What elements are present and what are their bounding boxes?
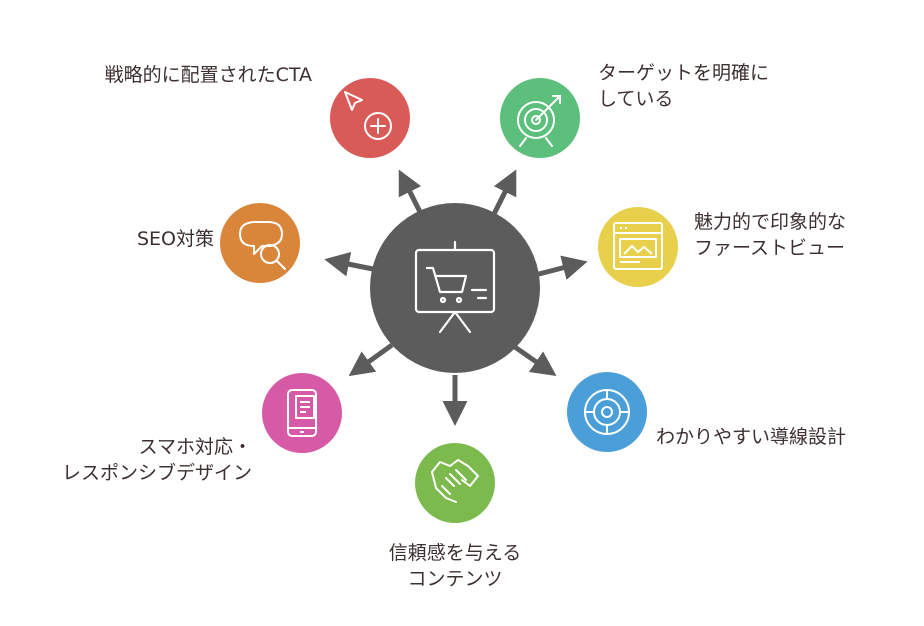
- node-content-circle: [415, 443, 495, 523]
- cursor-plus-icon: [344, 91, 392, 140]
- label-content-line-2: コンテンツ: [407, 568, 503, 590]
- arrow-to-firstview: [534, 255, 588, 280]
- navigation-compass-icon: [584, 389, 630, 435]
- node-navigation-circle: [567, 372, 647, 452]
- center-hub: [370, 203, 540, 373]
- node-firstview-circle: [598, 207, 678, 287]
- label-cta-line-1: 戦略的に配置されたCTA: [104, 64, 312, 86]
- label-target-line-2: している: [598, 88, 674, 110]
- label-target-line-1: ターゲットを明確に: [598, 62, 770, 84]
- node-seo-circle: [220, 203, 300, 283]
- arrow-to-responsive: [348, 342, 394, 377]
- label-firstview-line-2: ファーストビュー: [694, 237, 846, 259]
- mobile-device-icon: [287, 389, 317, 437]
- node-cta-circle: [330, 78, 410, 158]
- label-content-line-1: 信頼感を与える: [388, 542, 522, 564]
- label-firstview-line-1: 魅力的で印象的な: [694, 211, 847, 233]
- node-navigation: [567, 372, 647, 452]
- node-responsive: [262, 373, 342, 453]
- arrow-to-seo: [324, 251, 379, 277]
- label-content: 信頼感を与える コンテンツ: [335, 540, 575, 592]
- search-chat-bubble-icon: [239, 221, 286, 270]
- arrow-to-navigation: [510, 342, 557, 377]
- webpage-layout-icon: [613, 222, 663, 270]
- label-seo: SEO対策: [137, 226, 214, 252]
- label-responsive-line-1: スマホ対応・: [138, 436, 252, 458]
- label-responsive: スマホ対応・ レスポンシブデザイン: [62, 434, 252, 486]
- node-firstview: [598, 207, 678, 287]
- node-cta: [330, 78, 410, 158]
- label-target: ターゲットを明確に している: [598, 60, 769, 112]
- label-navigation-line-1: わかりやすい導線設計: [656, 426, 847, 448]
- label-cta: 戦略的に配置されたCTA: [105, 62, 312, 88]
- node-target: [500, 78, 580, 158]
- node-content: [415, 443, 495, 523]
- shopping-cart-presentation-board-icon: [414, 240, 496, 334]
- center-circle: [370, 203, 540, 373]
- label-navigation: わかりやすい導線設計: [656, 424, 846, 450]
- label-firstview: 魅力的で印象的な ファーストビュー: [694, 209, 846, 261]
- node-seo: [220, 203, 300, 283]
- label-seo-line-1: SEO対策: [136, 228, 214, 250]
- label-responsive-line-2: レスポンシブデザイン: [61, 462, 252, 484]
- target-arrow-icon: [517, 95, 561, 147]
- handshake-icon: [431, 459, 479, 503]
